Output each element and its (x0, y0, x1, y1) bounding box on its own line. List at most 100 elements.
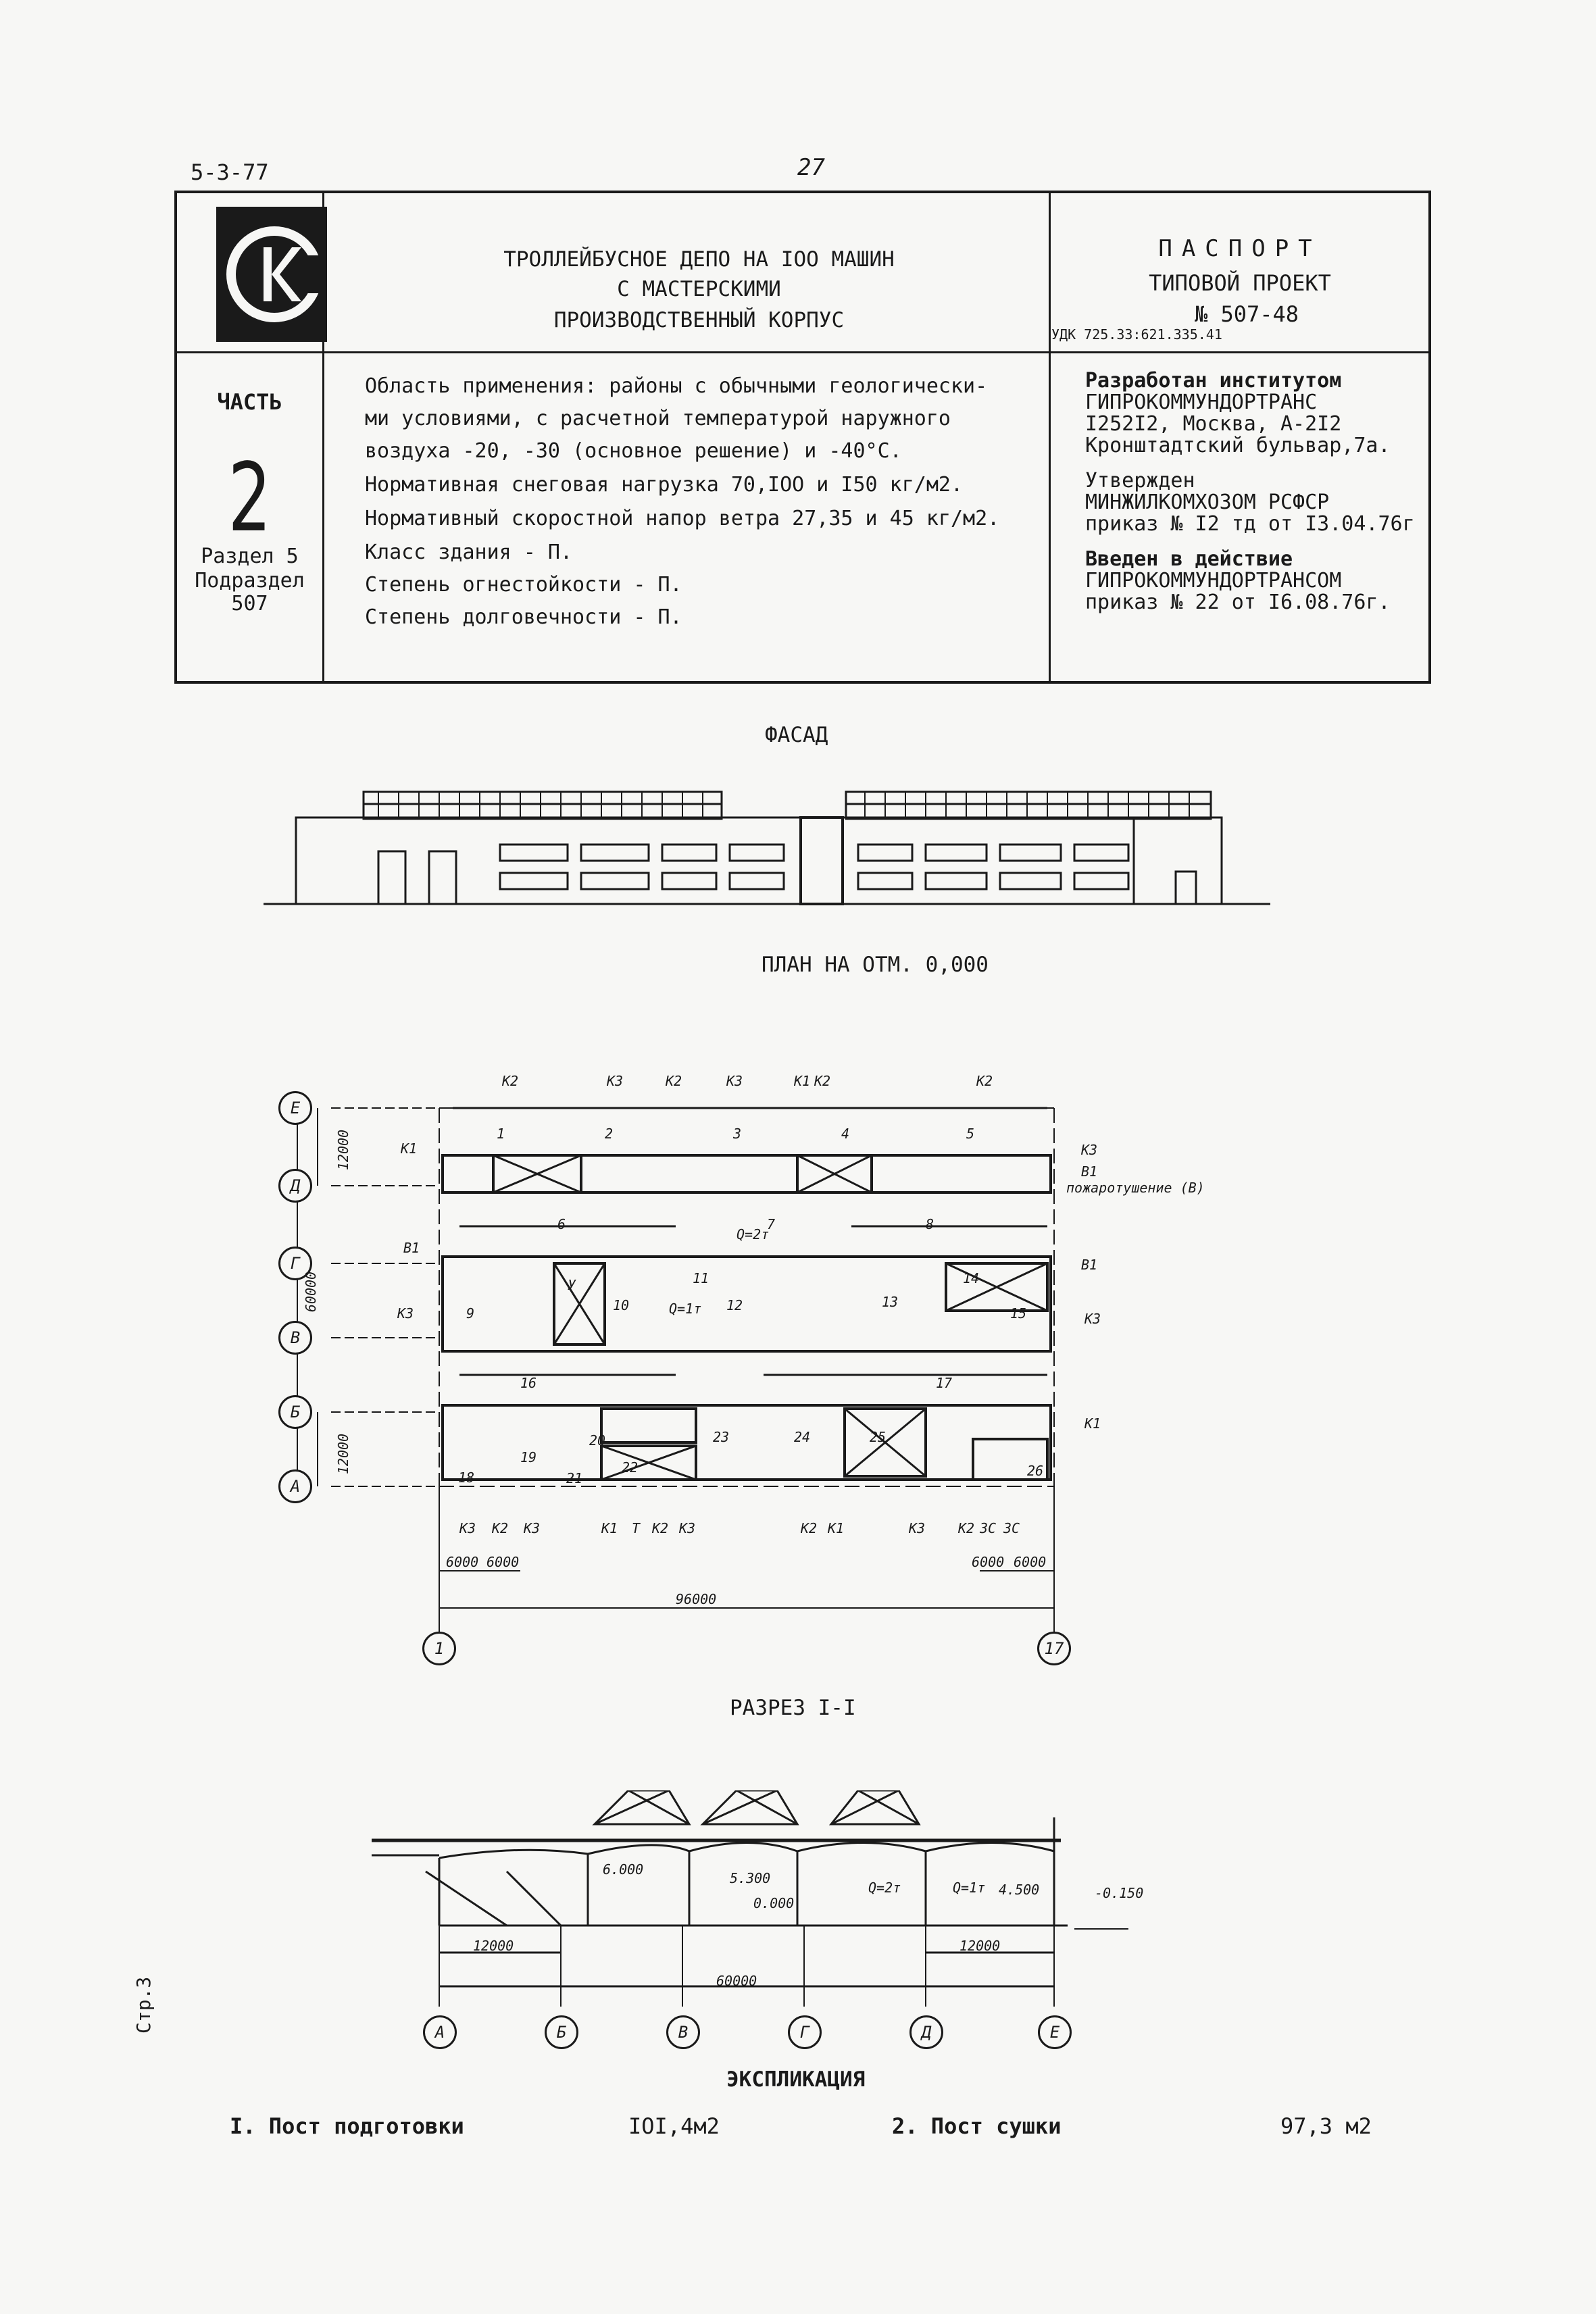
side-page-label: Стр.3 (132, 1976, 155, 2034)
plan-caption: ПЛАН НА ОТМ. 0,000 (762, 953, 989, 977)
marker-k3: К3 (1084, 1311, 1101, 1327)
scope-line: ми условиями, с расчетной температурой н… (365, 407, 951, 430)
marker-v1: В1 (1081, 1163, 1098, 1180)
marker-k1: К1 (828, 1520, 845, 1536)
section-level: 6.000 (603, 1861, 644, 1878)
scope-line: Область применения: районы с обычными ге… (365, 374, 988, 398)
marker-zs: ЗС (1003, 1520, 1020, 1536)
room-number: 4 (841, 1126, 850, 1142)
room-number: 17 (936, 1375, 953, 1391)
marker-k3: К3 (726, 1073, 743, 1089)
marker-zs: ЗС (980, 1520, 997, 1536)
marker-k3: К3 (524, 1520, 541, 1536)
room-number: 1 (497, 1126, 505, 1142)
dim-total-width: 96000 (676, 1591, 717, 1607)
room-number: 6 (557, 1216, 566, 1232)
marker-k3: К3 (397, 1305, 414, 1322)
room-number: 20 (589, 1432, 606, 1449)
section-dim: 60000 (716, 1973, 757, 1989)
section-line-2: Подраздел (195, 569, 305, 593)
plan-axis-v: В (278, 1321, 312, 1355)
marker-k1: К1 (601, 1520, 618, 1536)
marker-k1: К1 (401, 1140, 418, 1157)
dim-bay-12000: 12000 (335, 1129, 352, 1171)
plan-axis-b: Б (278, 1395, 312, 1429)
approved-line: Утвержден (1085, 469, 1195, 493)
plan-axis-col-17: 17 (1037, 1632, 1071, 1665)
crane-label: Q=1т (669, 1301, 702, 1317)
room-number: 11 (693, 1270, 709, 1286)
udk-code: УДК 725.33:621.335.41 (1051, 326, 1222, 343)
marker-k2: К2 (801, 1520, 818, 1536)
section-level: 4.500 (999, 1882, 1040, 1898)
marker-k2: К2 (666, 1073, 682, 1089)
marker-k3: К3 (607, 1073, 624, 1089)
plan-axis-g: Г (278, 1247, 312, 1280)
room-number: 9 (466, 1305, 475, 1322)
room-number: 16 (520, 1375, 537, 1391)
section-axis: Б (545, 2015, 578, 2049)
room-number: 13 (882, 1294, 899, 1310)
ck-logo-icon (216, 207, 327, 342)
marker-k2: К2 (502, 1073, 519, 1089)
section-axis: Г (788, 2015, 822, 2049)
marker-t: Т (632, 1520, 641, 1536)
marker-k2: К2 (652, 1520, 669, 1536)
developer-line: Разработан институтом (1085, 369, 1342, 393)
document-code: 5-3-77 (191, 159, 269, 185)
section-axis: В (666, 2015, 700, 2049)
part-number: 2 (228, 443, 272, 553)
marker-k2: К2 (958, 1520, 975, 1536)
part-label: ЧАСТЬ (217, 389, 282, 415)
scope-line: Класс здания - П. (365, 540, 573, 564)
marker-k1: К1 (1084, 1415, 1101, 1432)
room-number: 7 (767, 1216, 776, 1232)
section-line-3: 507 (231, 592, 268, 615)
crane-label: Q=2т (868, 1880, 901, 1896)
marker-k1: К1 (794, 1073, 811, 1089)
divider (177, 351, 1428, 353)
dim-bay-6000: 6000 (446, 1554, 479, 1570)
room-number: 12 (726, 1297, 743, 1313)
introduced-line: Введен в действие (1085, 547, 1293, 571)
developer-line: Кронштадтский бульвар,7а. (1085, 434, 1391, 457)
marker-k2: К2 (492, 1520, 509, 1536)
scope-line: Степень долговечности - П. (365, 605, 682, 629)
approved-line: приказ № I2 тд от I3.04.76г (1085, 512, 1415, 536)
room-number: 14 (963, 1270, 980, 1286)
divider (1049, 193, 1051, 681)
plan-axis-d: Д (278, 1169, 312, 1203)
explication-item-name: I. Пост подготовки (230, 2113, 464, 2139)
room-number: 19 (520, 1449, 537, 1465)
explication-title: ЭКСПЛИКАЦИЯ (726, 2067, 866, 2092)
room-number: 18 (458, 1469, 475, 1486)
section-level: 5.300 (730, 1870, 771, 1886)
room-number: 22 (622, 1459, 639, 1476)
scope-line: Нормативная снеговая нагрузка 70,IOO и I… (365, 473, 964, 497)
room-number: 5 (966, 1126, 975, 1142)
introduced-line: ГИПРОКОММУНДОРТРАНСОМ (1085, 569, 1342, 593)
approved-line: МИНЖИЛКОМХОЗОМ РСФСР (1085, 491, 1330, 514)
explication-item-name: 2. Пост сушки (892, 2113, 1062, 2139)
dim-total-height: 60000 (303, 1271, 320, 1313)
room-number: 26 (1027, 1463, 1044, 1479)
section-dim: 12000 (959, 1938, 1001, 1954)
passport-box: ТРОЛЛЕЙБУСНОЕ ДЕПО НА IOO МАШИН С МАСТЕР… (174, 191, 1431, 684)
plan-drawing (297, 1107, 1055, 1649)
section-axis: Д (909, 2015, 943, 2049)
explication-item-area: 97,3 м2 (1280, 2113, 1372, 2139)
marker-k3: К3 (909, 1520, 926, 1536)
title-line-3: ПРОИЗВОДСТВЕННЫЙ КОРПУС (553, 308, 845, 332)
section-level: 0.000 (753, 1895, 795, 1911)
section-drawing (372, 1790, 1128, 2007)
project-number: № 507-48 (1194, 301, 1299, 327)
plan-axis-e: Е (278, 1091, 312, 1125)
room-number: 3 (733, 1126, 742, 1142)
room-number: 23 (713, 1429, 730, 1445)
marker-u: У (568, 1277, 576, 1293)
room-number: 2 (605, 1126, 614, 1142)
room-number: 15 (1010, 1305, 1027, 1322)
crane-label: Q=1т (953, 1880, 986, 1896)
dim-bay-12000: 12000 (335, 1433, 352, 1475)
dim-bay-6000: 6000 (972, 1554, 1005, 1570)
